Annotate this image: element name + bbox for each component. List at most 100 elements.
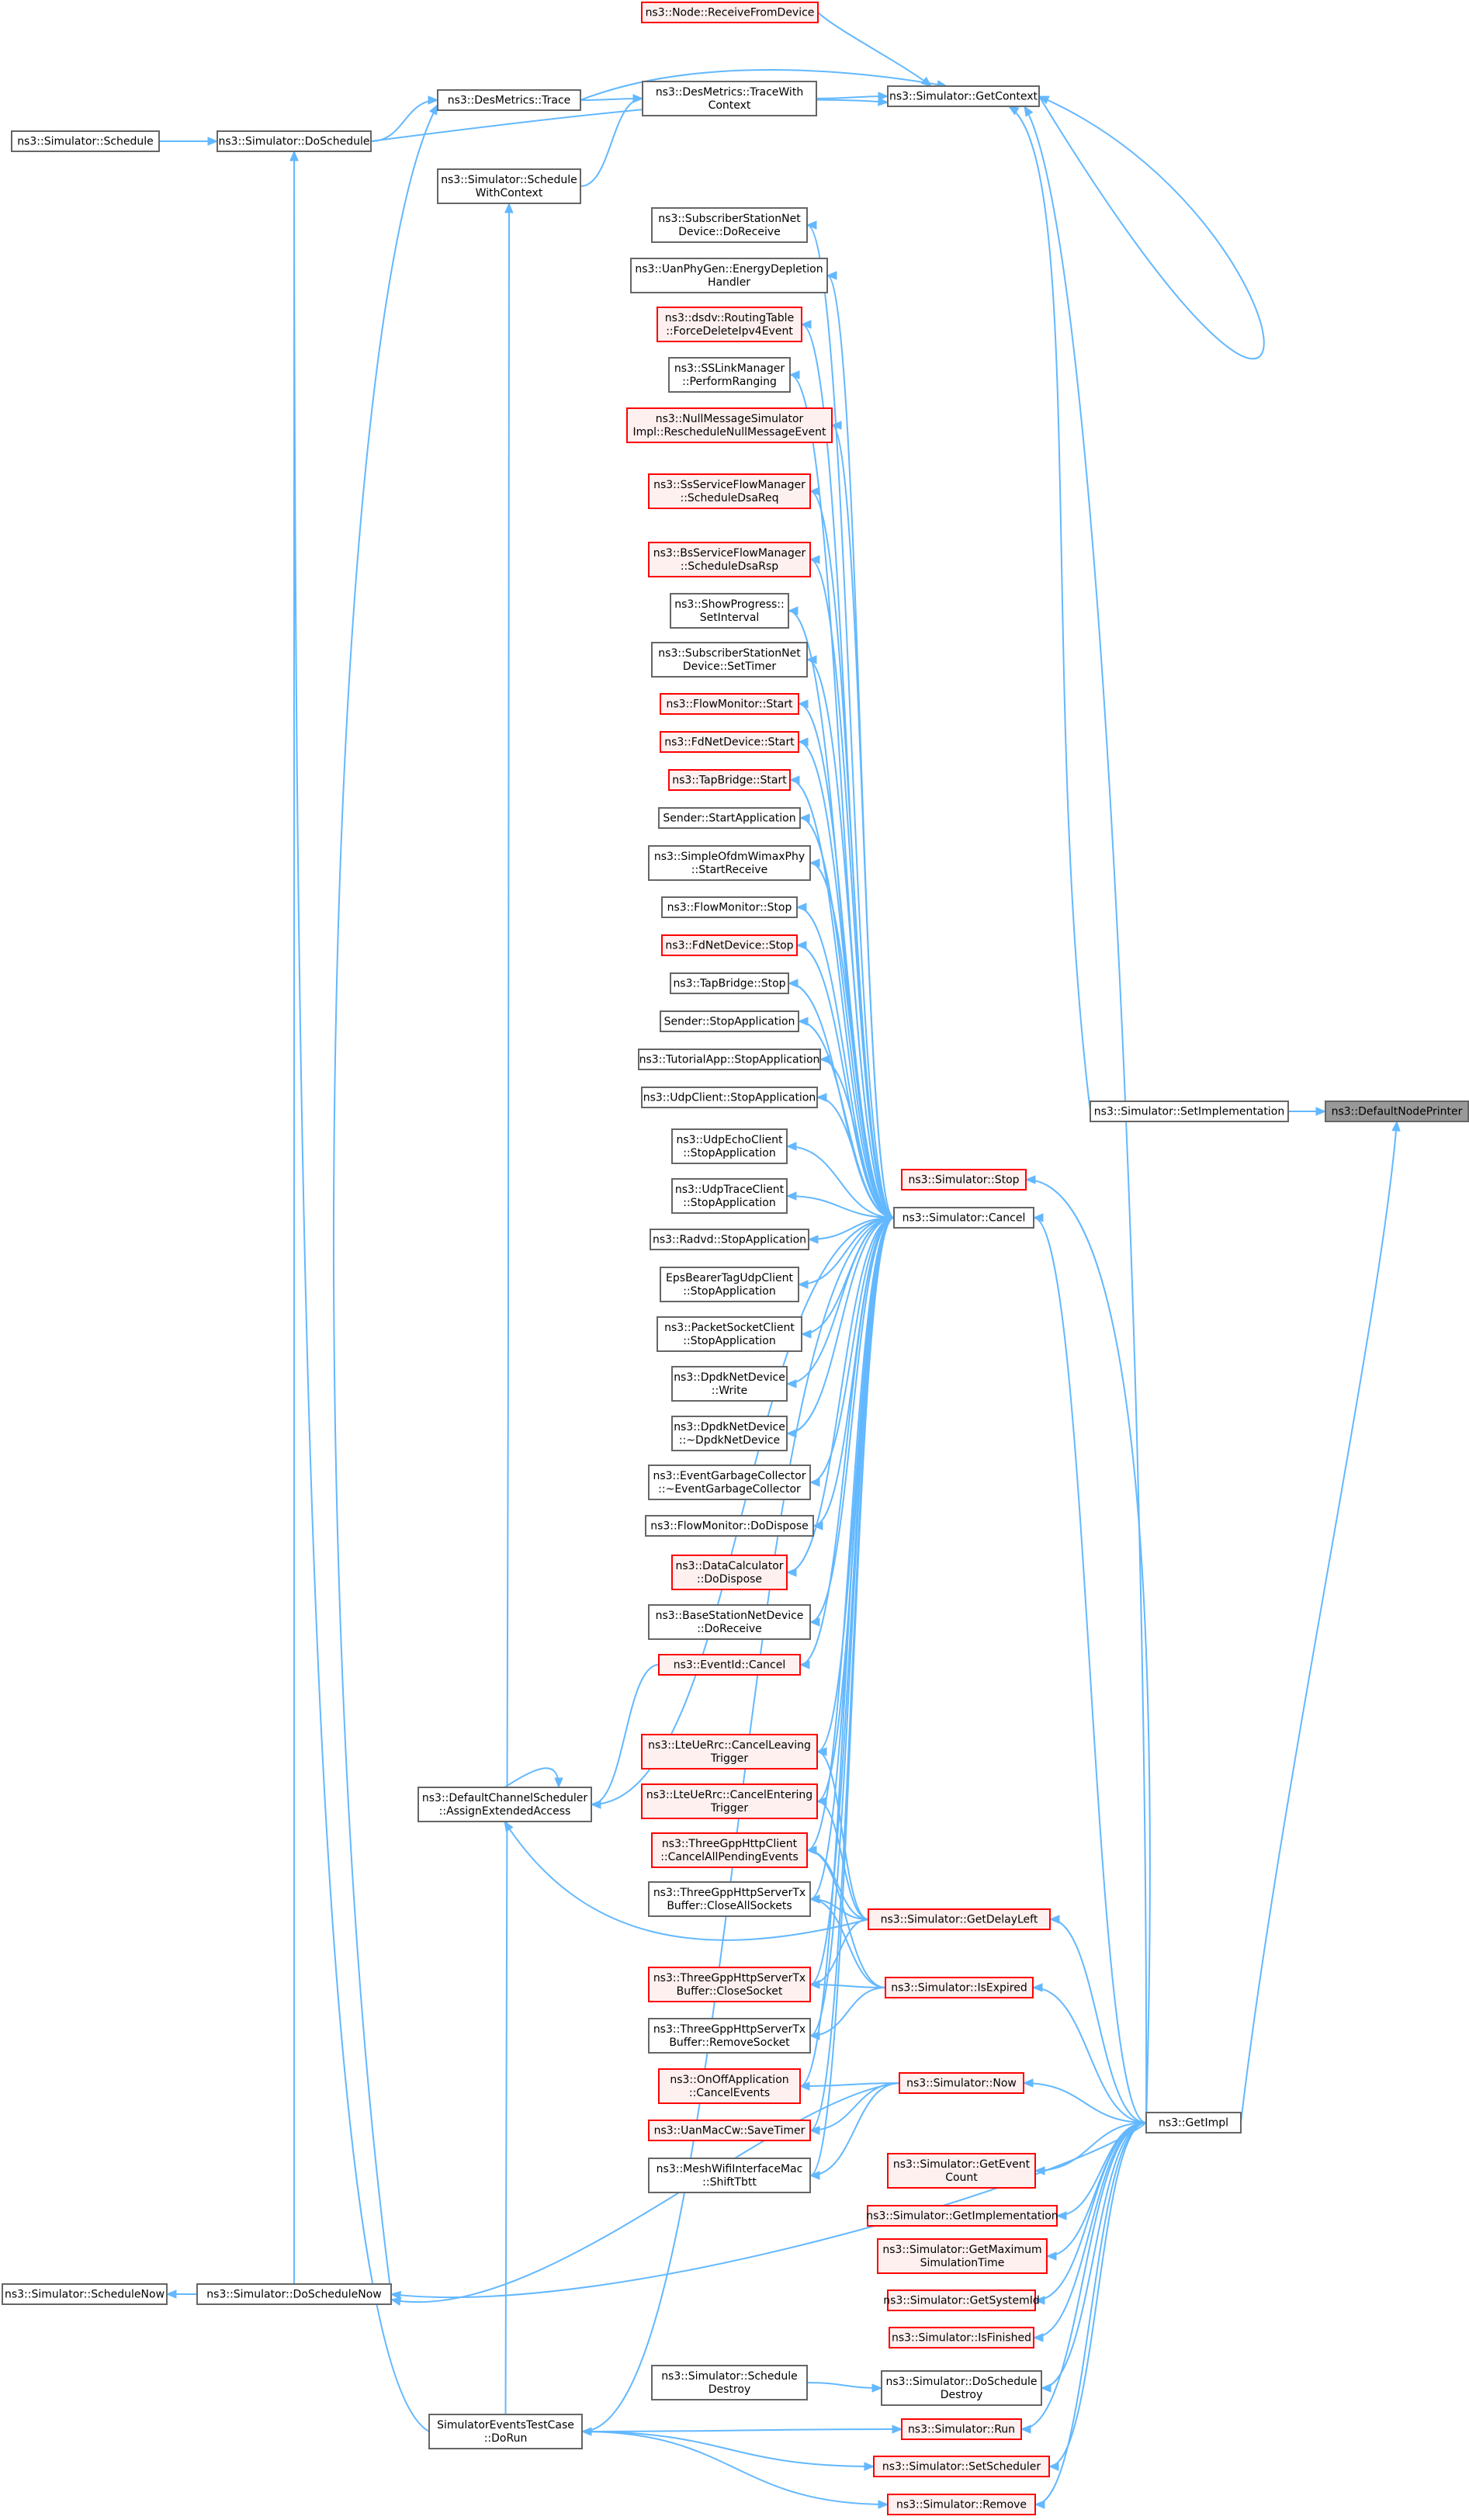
- node-do-schedule[interactable]: ns3::Simulator::DoSchedule: [217, 130, 372, 152]
- node-flow-monitor-start[interactable]: ns3::FlowMonitor::Start: [660, 693, 799, 715]
- node-bs-schedule-dsa-rsp[interactable]: ns3::BsServiceFlowManager::ScheduleDsaRs…: [648, 542, 811, 577]
- edge-arrowhead: [812, 1521, 823, 1530]
- node-ss-link-perform-ranging[interactable]: ns3::SSLinkManager::PerformRanging: [668, 357, 791, 393]
- node-do-schedule-now[interactable]: ns3::Simulator::DoScheduleNow: [196, 2283, 392, 2305]
- node-get-context[interactable]: ns3::Simulator::GetContext: [887, 85, 1040, 107]
- edge-arrowhead: [809, 2126, 820, 2135]
- node-simulator-now[interactable]: ns3::Simulator::Now: [899, 2072, 1024, 2094]
- node-box: [648, 2018, 811, 2054]
- node-flow-monitor-stop[interactable]: ns3::FlowMonitor::Stop: [661, 896, 798, 918]
- node-tutorial-app-stop[interactable]: ns3::TutorialApp::StopApplication: [638, 1049, 821, 1070]
- node-show-progress-set-interval[interactable]: ns3::ShowProgress::SetInterval: [670, 593, 789, 629]
- node-get-system-id[interactable]: ns3::Simulator::GetSystemId: [883, 2289, 1040, 2311]
- node-label: ns3::NullMessageSimulator: [656, 413, 804, 425]
- node-dsdv-force-delete[interactable]: ns3::dsdv::RoutingTable::ForceDeleteIpv4…: [657, 307, 802, 342]
- node-flow-monitor-do-dispose[interactable]: ns3::FlowMonitor::DoDispose: [645, 1515, 814, 1537]
- node-label: ns3::Simulator::IsFinished: [892, 2332, 1031, 2345]
- node-ss-net-device-do-receive[interactable]: ns3::SubscriberStationNetDevice::DoRecei…: [651, 207, 808, 243]
- node-event-garbage-collector[interactable]: ns3::EventGarbageCollector::~EventGarbag…: [648, 1465, 811, 1500]
- node-simulator-cancel[interactable]: ns3::Simulator::Cancel: [893, 1207, 1034, 1229]
- node-des-metrics-trace[interactable]: ns3::DesMetrics::Trace: [437, 89, 581, 111]
- node-simple-ofdm-start-receive[interactable]: ns3::SimpleOfdmWimaxPhy::StartReceive: [648, 845, 811, 881]
- node-label: Destroy: [709, 2383, 750, 2396]
- edge-arrowhead: [390, 2296, 402, 2306]
- node-box: [428, 2414, 583, 2449]
- node-data-calculator-do-dispose[interactable]: ns3::DataCalculator::DoDispose: [671, 1555, 788, 1590]
- node-tap-bridge-start[interactable]: ns3::TapBridge::Start: [668, 769, 791, 791]
- node-udp-echo-client-stop[interactable]: ns3::UdpEchoClient::StopApplication: [671, 1128, 788, 1164]
- node-dpdk-write[interactable]: ns3::DpdkNetDevice::Write: [671, 1366, 788, 1402]
- node-eps-bearer-stop[interactable]: EpsBearerTagUdpClient::StopApplication: [660, 1267, 799, 1302]
- node-set-scheduler[interactable]: ns3::Simulator::SetScheduler: [873, 2456, 1050, 2477]
- node-ss-schedule-dsa-req[interactable]: ns3::SsServiceFlowManager::ScheduleDsaRe…: [648, 473, 811, 509]
- node-set-implementation[interactable]: ns3::Simulator::SetImplementation: [1090, 1101, 1289, 1122]
- node-label: ns3::DataCalculator: [675, 1560, 783, 1572]
- node-udp-trace-client-stop[interactable]: ns3::UdpTraceClient::StopApplication: [671, 1178, 788, 1214]
- node-null-message-reschedule[interactable]: ns3::NullMessageSimulatorImpl::Reschedul…: [626, 407, 833, 443]
- node-mesh-wifi-shift-tbtt[interactable]: ns3::MeshWifiInterfaceMac::ShiftTbtt: [648, 2158, 811, 2193]
- node-udp-client-stop[interactable]: ns3::UdpClient::StopApplication: [641, 1087, 818, 1108]
- node-simulator-remove[interactable]: ns3::Simulator::Remove: [887, 2494, 1036, 2515]
- node-simulator-events-test-do-run[interactable]: SimulatorEventsTestCase::DoRun: [428, 2414, 583, 2449]
- call-edge: [809, 1217, 895, 1985]
- node-sender-start-application[interactable]: Sender::StartApplication: [658, 807, 801, 829]
- call-edge: [293, 151, 430, 2432]
- node-get-delay-left[interactable]: ns3::Simulator::GetDelayLeft: [868, 1908, 1051, 1930]
- node-three-gpp-remove-socket[interactable]: ns3::ThreeGppHttpServerTxBuffer::RemoveS…: [648, 2018, 811, 2054]
- node-label: ::ShiftTbtt: [702, 2176, 757, 2189]
- node-base-station-do-receive[interactable]: ns3::BaseStationNetDevice::DoReceive: [648, 1604, 811, 1640]
- node-label: ns3::Simulator::GetContext: [889, 91, 1038, 103]
- node-ss-net-device-set-timer[interactable]: ns3::SubscriberStationNetDevice::SetTime…: [651, 642, 808, 678]
- node-label: ::~DpdkNetDevice: [679, 1434, 780, 1447]
- node-event-id-cancel[interactable]: ns3::EventId::Cancel: [658, 1654, 801, 1676]
- node-is-finished[interactable]: ns3::Simulator::IsFinished: [889, 2327, 1034, 2348]
- edge-arrowhead: [1048, 2462, 1059, 2471]
- node-uan-mac-cw-save-timer[interactable]: ns3::UanMacCw::SaveTimer: [648, 2120, 811, 2141]
- node-label: ::StartReceive: [691, 864, 767, 876]
- node-label: ns3::MeshWifiInterfaceMac: [657, 2163, 803, 2175]
- node-get-impl[interactable]: ns3::GetImpl: [1145, 2112, 1242, 2134]
- node-packet-socket-client-stop[interactable]: ns3::PacketSocketClient::StopApplication: [657, 1316, 802, 1352]
- edge-arrowhead: [207, 137, 219, 146]
- call-edge: [809, 2082, 900, 2176]
- edge-arrowhead: [797, 699, 809, 709]
- edge-arrowhead: [795, 903, 807, 912]
- node-label: Buffer::CloseSocket: [677, 1985, 783, 1998]
- node-box: [650, 1229, 809, 1250]
- node-get-implementation[interactable]: ns3::Simulator::GetImplementation: [866, 2205, 1058, 2227]
- node-sender-stop-application[interactable]: Sender::StopApplication: [660, 1010, 799, 1032]
- node-label: ns3::DesMetrics::Trace: [448, 95, 571, 107]
- node-receive-from-device[interactable]: ns3::Node::ReceiveFromDevice: [641, 2, 819, 23]
- node-radvd-stop[interactable]: ns3::Radvd::StopApplication: [650, 1229, 809, 1250]
- node-fd-net-device-start[interactable]: ns3::FdNetDevice::Start: [660, 731, 799, 753]
- node-schedule[interactable]: ns3::Simulator::Schedule: [11, 130, 160, 152]
- node-fd-net-device-stop[interactable]: ns3::FdNetDevice::Stop: [661, 934, 798, 956]
- node-schedule-now[interactable]: ns3::Simulator::ScheduleNow: [2, 2283, 168, 2305]
- node-three-gpp-cancel-all[interactable]: ns3::ThreeGppHttpClient::CancelAllPendin…: [651, 1832, 808, 1868]
- node-box: [887, 85, 1040, 107]
- node-box: [873, 2456, 1050, 2477]
- node-tap-bridge-stop[interactable]: ns3::TapBridge::Stop: [670, 972, 789, 994]
- node-default-channel-scheduler[interactable]: ns3::DefaultChannelScheduler::AssignExte…: [417, 1787, 592, 1822]
- node-default-node-printer[interactable]: ns3::DefaultNodePrinter: [1325, 1101, 1469, 1122]
- node-label: ns3::Simulator::Schedule: [661, 2370, 798, 2383]
- node-dpdk-destructor[interactable]: ns3::DpdkNetDevice::~DpdkNetDevice: [671, 1416, 788, 1451]
- node-simulator-run[interactable]: ns3::Simulator::Run: [901, 2418, 1022, 2440]
- node-label: ns3::Simulator::IsExpired: [891, 1982, 1027, 1995]
- node-on-off-cancel-events[interactable]: ns3::OnOffApplication::CancelEvents: [658, 2068, 801, 2104]
- node-is-expired[interactable]: ns3::Simulator::IsExpired: [885, 1977, 1034, 1998]
- node-box: [901, 2418, 1022, 2440]
- node-label: ::StopApplication: [683, 1147, 776, 1159]
- node-three-gpp-close-socket[interactable]: ns3::ThreeGppHttpServerTxBuffer::CloseSo…: [648, 1967, 811, 2002]
- node-three-gpp-close-all[interactable]: ns3::ThreeGppHttpServerTxBuffer::CloseAl…: [648, 1881, 811, 1917]
- node-simulator-stop[interactable]: ns3::Simulator::Stop: [901, 1169, 1027, 1191]
